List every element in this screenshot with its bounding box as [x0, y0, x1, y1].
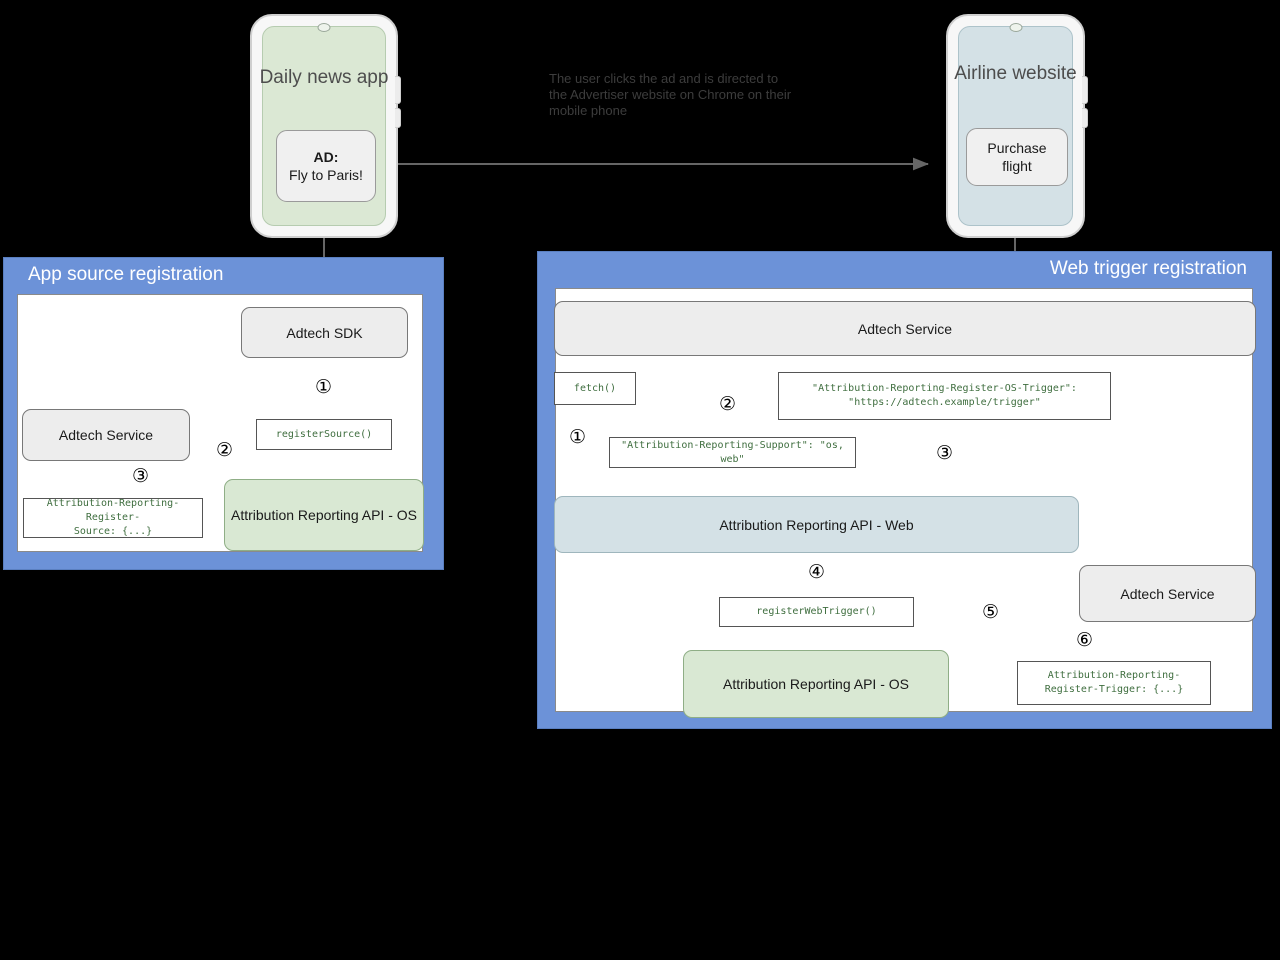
step-badge-right-3: ③	[936, 442, 954, 464]
node-adtech-service-top-right[interactable]: Adtech Service	[554, 301, 1256, 356]
node-adtech-service-left-label: Adtech Service	[58, 427, 154, 443]
code-register-web-trigger-text: registerWebTrigger()	[756, 606, 877, 617]
code-register-web-trigger: registerWebTrigger()	[719, 597, 914, 627]
advertiser-phone: Airline website Purchase flight	[946, 14, 1088, 238]
step-badge-left-2: ②	[216, 439, 234, 461]
step-badge-left-3: ③	[132, 465, 150, 487]
phone-side-button-top	[395, 76, 401, 104]
node-ar-api-os-right[interactable]: Attribution Reporting API - OS	[683, 650, 949, 718]
advertiser-phone-screen	[958, 26, 1073, 226]
node-ar-api-os-left[interactable]: Attribution Reporting API - OS	[224, 479, 424, 551]
code-fetch: fetch()	[554, 372, 636, 405]
node-ar-api-web[interactable]: Attribution Reporting API - Web	[554, 496, 1079, 553]
app-source-registration-title: App source registration	[28, 264, 224, 285]
code-fetch-text: fetch()	[573, 382, 617, 394]
step-badge-right-1: ①	[569, 426, 587, 448]
node-adtech-sdk[interactable]: Adtech SDK	[241, 307, 408, 358]
step-badge-right-2: ②	[719, 393, 737, 415]
node-adtech-service-bottom-right-label: Adtech Service	[1120, 585, 1215, 602]
code-os-trigger-header: "Attribution-Reporting-Register-OS-Trigg…	[778, 372, 1111, 420]
ad-card-text: Fly to Paris!	[289, 167, 363, 183]
phone-camera-icon	[1009, 23, 1022, 32]
step-badge-right-6: ⑥	[1076, 629, 1094, 651]
code-register-source-header: Attribution-Reporting-Register- Source: …	[23, 498, 203, 538]
phone-side-button-bottom	[395, 108, 401, 128]
phone-side-button-top	[1082, 76, 1088, 104]
node-ar-api-web-label: Attribution Reporting API - Web	[719, 516, 914, 533]
node-adtech-service-top-right-label: Adtech Service	[857, 320, 953, 337]
node-ar-api-os-right-label: Attribution Reporting API - OS	[723, 676, 909, 692]
code-register-trigger-header-text: Attribution-Reporting- Register-Trigger:…	[1044, 670, 1184, 695]
phone-camera-icon	[317, 23, 331, 32]
code-register-source-header-text: Attribution-Reporting-Register- Source: …	[46, 498, 180, 537]
code-register-trigger-header: Attribution-Reporting- Register-Trigger:…	[1017, 661, 1211, 705]
phone-side-button-bottom	[1082, 108, 1088, 128]
advertiser-phone-title: Airline website	[954, 63, 1077, 84]
purchase-flight-line1: Purchase	[987, 140, 1047, 156]
node-adtech-sdk-label: Adtech SDK	[286, 324, 363, 341]
ad-card-label: AD:	[313, 149, 339, 165]
code-register-source: registerSource()	[256, 419, 392, 450]
code-register-source-text: registerSource()	[275, 428, 373, 440]
publisher-phone: Daily news app AD: Fly to Paris!	[250, 14, 401, 238]
node-adtech-service-bottom-right[interactable]: Adtech Service	[1079, 565, 1256, 622]
node-adtech-service-left[interactable]: Adtech Service	[22, 409, 190, 461]
code-support-header-text: "Attribution-Reporting-Support": "os, we…	[621, 439, 844, 465]
publisher-phone-title: Daily news app	[259, 67, 389, 88]
step-badge-right-4: ④	[808, 561, 826, 583]
step-badge-right-5: ⑤	[982, 601, 1000, 623]
node-ar-api-os-left-label: Attribution Reporting API - OS	[231, 507, 417, 523]
purchase-flight-card[interactable]: Purchase flight	[966, 128, 1068, 186]
code-os-trigger-header-text: "Attribution-Reporting-Register-OS-Trigg…	[812, 383, 1077, 408]
purchase-flight-line2: flight	[1002, 158, 1032, 174]
web-trigger-registration-title: Web trigger registration	[1049, 258, 1247, 279]
ad-card[interactable]: AD: Fly to Paris!	[276, 130, 376, 202]
code-support-header: "Attribution-Reporting-Support": "os, we…	[609, 437, 856, 468]
user-flow-caption: The user clicks the ad and is directed t…	[549, 71, 792, 118]
step-badge-left-1: ①	[315, 376, 333, 398]
